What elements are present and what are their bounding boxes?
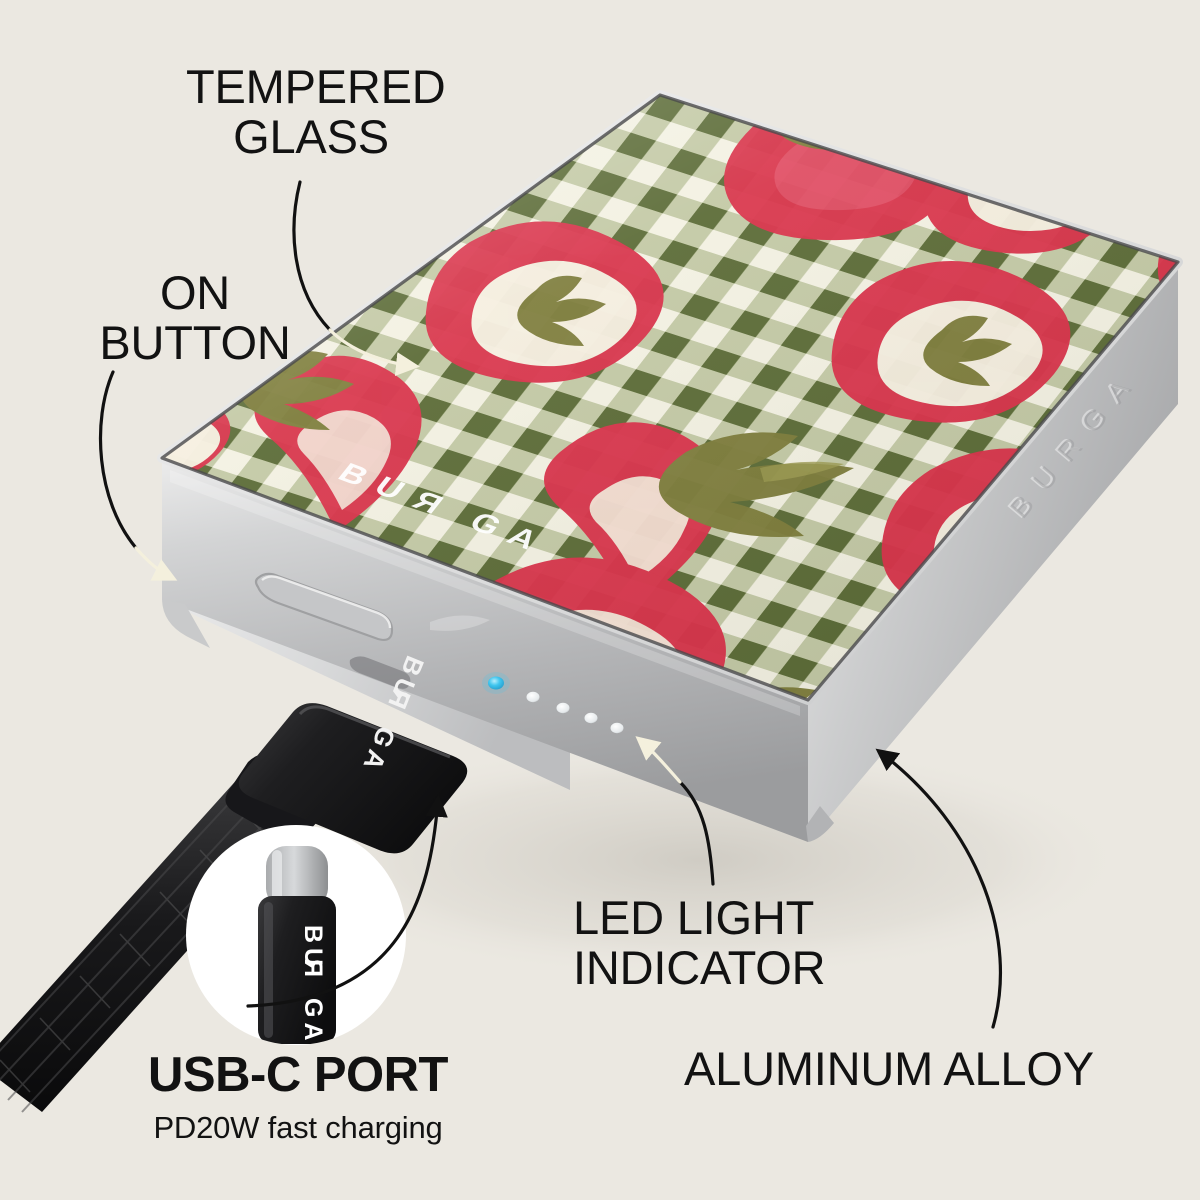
callout-arrows	[98, 180, 1003, 1029]
arrow-led-dark	[678, 780, 715, 886]
label-usb-c-subtitle: PD20W fast charging	[153, 1110, 443, 1145]
arrow-tempered-glass-light	[328, 328, 420, 377]
arrow-tempered-glass-dark	[292, 180, 332, 332]
device-bottom-left-corner	[162, 600, 210, 648]
inset-connector-body	[258, 896, 336, 1044]
arrow-on-button-light	[134, 546, 178, 581]
glass-edge-outline	[160, 93, 1180, 702]
device-bottom-right-corner	[806, 806, 834, 842]
led-dot-4	[584, 712, 598, 724]
tomato-whole-b3	[1175, 341, 1178, 474]
label-usb-c-port: USB-C PORT	[148, 1048, 448, 1102]
led-light-indicator-group	[482, 672, 624, 734]
led-dot-2	[526, 691, 540, 703]
svg-text:R: R	[299, 954, 327, 977]
label-tempered-glass: TEMPERED GLASS	[186, 60, 446, 163]
label-on-button: ON BUTTON	[99, 266, 291, 369]
svg-text:GA: GA	[299, 998, 327, 1046]
svg-text:BU: BU	[299, 925, 327, 971]
led-dot-5	[610, 722, 624, 734]
arrow-usb-c-port	[246, 794, 448, 1008]
arrow-on-button-dark	[98, 370, 138, 550]
led-dot-1	[488, 676, 504, 690]
label-aluminum-alloy: ALUMINUM ALLOY	[684, 1042, 1094, 1095]
device-shadow	[270, 740, 1130, 980]
inset-connector-logo: BU R GA	[299, 925, 327, 1046]
led-dot-3	[556, 702, 570, 714]
usb-c-port-opening	[349, 656, 411, 689]
arrow-led-light	[635, 736, 682, 784]
arrow-aluminum-alloy	[875, 748, 1003, 1029]
on-button	[254, 572, 394, 642]
usb-c-port-inset: BU R GA	[186, 825, 406, 1046]
label-led-light-indicator: LED LIGHT INDICATOR	[573, 891, 826, 994]
device-right-face	[808, 262, 1178, 842]
